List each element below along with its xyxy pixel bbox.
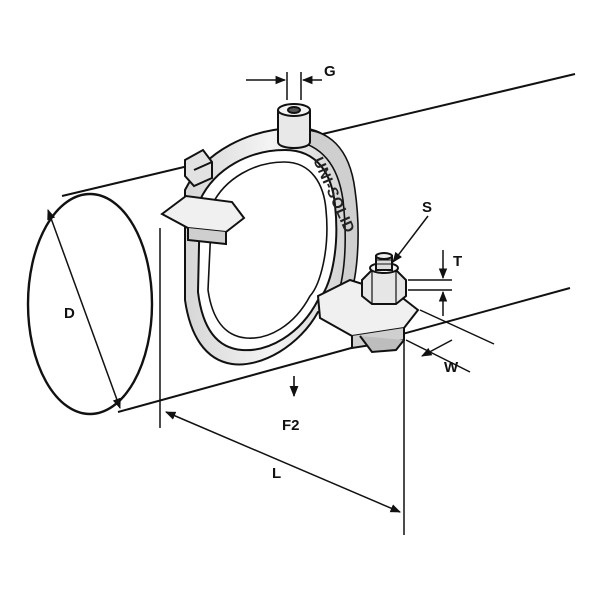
clamp-inner-ring: [196, 148, 338, 352]
pipe-bottom-edge: [117, 287, 571, 413]
d-dimension: [47, 209, 121, 409]
clamp-left-lug: [160, 194, 246, 234]
s-nut: [361, 252, 407, 305]
label-s: S: [422, 199, 432, 216]
t-dimension: [408, 250, 452, 316]
pipe-end-face: [26, 192, 154, 416]
l-dimension-line: [165, 411, 401, 513]
label-t: T: [453, 253, 462, 270]
label-l: L: [272, 465, 281, 482]
label-f2: F2: [282, 417, 300, 434]
s-leader: [392, 215, 429, 263]
label-w: W: [444, 359, 459, 376]
g-dimension: [246, 72, 322, 100]
label-d: D: [64, 305, 75, 322]
label-g: G: [324, 63, 336, 80]
l-dimension: [159, 228, 405, 535]
clamp: [160, 103, 420, 366]
top-boss: [277, 110, 311, 149]
w-dimension: [405, 309, 495, 373]
